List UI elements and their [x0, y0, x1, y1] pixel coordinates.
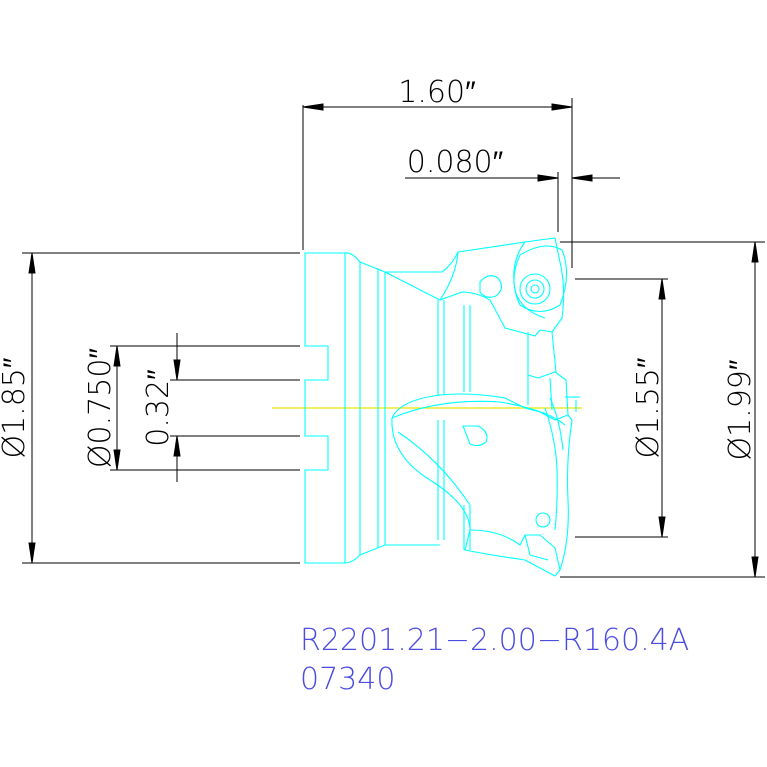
- dim-keyway-width: 0.32″: [141, 369, 176, 447]
- dim-outer-cutting-diameter: Ø1.99″: [723, 359, 758, 460]
- dim-insert-protrusion: 0.080″: [407, 145, 504, 180]
- part-code-label: 07340: [300, 662, 395, 697]
- part-number-label: R2201.21−2.00−R160.4A: [300, 623, 689, 658]
- dim-bore-diameter: Ø0.750″: [83, 348, 118, 468]
- dim-body-diameter: Ø1.85″: [0, 357, 32, 458]
- dim-inner-cutting-diameter: Ø1.55″: [631, 357, 666, 458]
- dim-overall-length: 1.60″: [398, 75, 476, 110]
- dimension-lines: [22, 98, 765, 578]
- cutter-body: [304, 237, 580, 577]
